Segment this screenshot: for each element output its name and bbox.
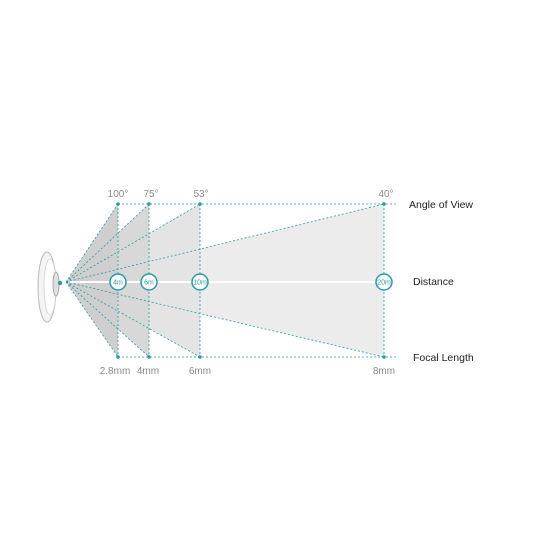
focal-label: 8mm — [373, 366, 395, 377]
cone-40-fill — [66, 204, 384, 357]
angle-of-view-label: Angle of View — [409, 199, 473, 211]
endpoint-dots — [116, 202, 386, 359]
angle-label: 100° — [108, 189, 129, 200]
focal-label: 4mm — [137, 366, 159, 377]
angle-label: 40° — [378, 189, 393, 200]
focal-label: 6mm — [189, 366, 211, 377]
distance-label: 20m — [377, 280, 391, 287]
distance-label: 4m — [113, 280, 123, 287]
cone-100-fill — [66, 204, 118, 357]
distance-marker-20m: 20m — [375, 273, 393, 291]
distance-marker-6m: 6m — [140, 273, 158, 291]
angle-label: 75° — [143, 189, 158, 200]
distance-row-label: Distance — [413, 276, 454, 288]
camera-dome-icon — [37, 251, 63, 323]
distance-marker-4m: 4m — [109, 273, 127, 291]
focal-length-label: Focal Length — [413, 352, 474, 364]
focal-label: 2.8mm — [100, 366, 131, 377]
distance-marker-10m: 10m — [191, 273, 209, 291]
angle-label: 53° — [193, 189, 208, 200]
distance-label: 6m — [144, 280, 154, 287]
cone-edges — [65, 203, 385, 358]
distance-label: 10m — [193, 280, 207, 287]
